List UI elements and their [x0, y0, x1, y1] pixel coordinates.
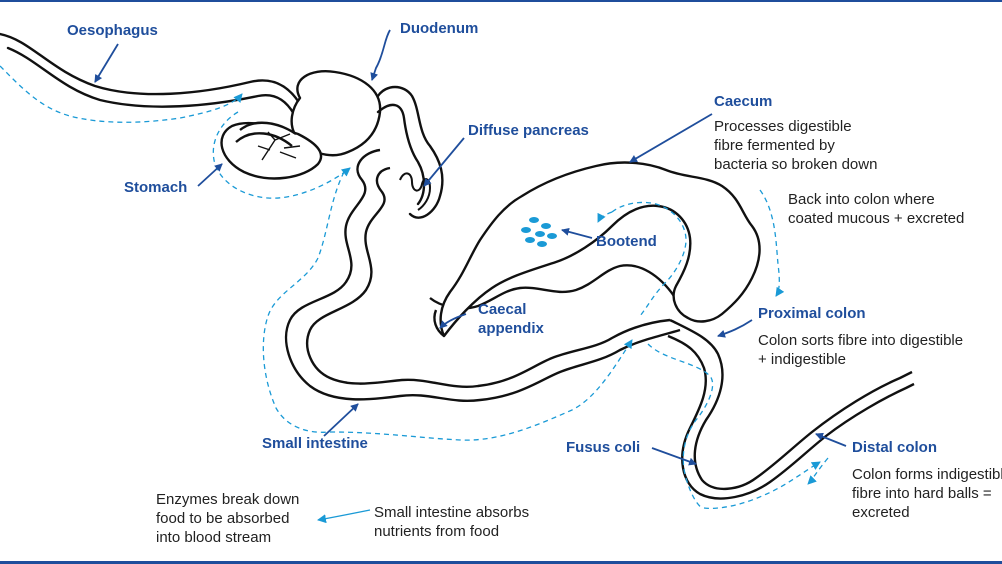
caecal-appendix-tip — [433, 309, 445, 337]
note-caecum: Processes digestible fibre fermented by … — [714, 117, 877, 174]
label-caecum: Caecum — [714, 93, 773, 110]
note-distal-colon: Colon forms indigestible fibre into hard… — [852, 465, 1002, 522]
note-enzymes-line3: into blood stream — [156, 529, 272, 546]
note-caecum-line2: fibre fermented by — [714, 137, 835, 154]
note-small-intestine-absorbs-line1: Small intestine absorbs — [374, 504, 530, 521]
note-distal-colon-line3: excreted — [852, 504, 910, 521]
note-distal-colon-line1: Colon forms indigestible — [852, 466, 1002, 483]
label-proximal-colon: Proximal colon — [758, 305, 866, 322]
note-back-into-colon-line2: coated mucous + excreted — [788, 210, 965, 227]
note-proximal-colon-line2: + indigestible — [758, 351, 846, 368]
bottom-frame-line — [0, 561, 1002, 564]
note-small-intestine-absorbs: Small intestine absorbs nutrients from f… — [374, 503, 529, 541]
label-caecal-appendix-line1: Caecal — [478, 301, 527, 318]
duodenum-tube — [376, 85, 444, 219]
oesophagus-tube — [0, 32, 302, 116]
note-proximal-colon-line1: Colon sorts fibre into digestible — [758, 332, 964, 349]
label-caecal-appendix: Caecal appendix — [478, 300, 544, 338]
note-enzymes-line2: food to be absorbed — [156, 510, 290, 527]
label-fusus-coli: Fusus coli — [566, 439, 641, 456]
label-caecal-appendix-line2: appendix — [478, 320, 544, 337]
note-enzymes: Enzymes break down food to be absorbed i… — [156, 490, 299, 547]
caecum-body — [439, 161, 761, 338]
bootend-dots — [521, 217, 557, 247]
label-duodenum: Duodenum — [400, 20, 479, 37]
note-proximal-colon: Colon sorts fibre into digestible + indi… — [758, 331, 963, 369]
note-small-intestine-absorbs-line2: nutrients from food — [374, 523, 500, 540]
pancreas-squiggle — [399, 172, 432, 211]
stomach-folds — [257, 131, 301, 161]
note-back-into-colon: Back into colon where coated mucous + ex… — [788, 190, 964, 228]
note-distal-colon-line2: fibre into hard balls = — [852, 485, 992, 502]
flow-arrows — [0, 65, 829, 524]
note-caecum-line1: Processes digestible — [714, 118, 852, 135]
top-frame-line — [0, 0, 1002, 2]
label-diffuse-pancreas: Diffuse pancreas — [468, 122, 589, 139]
label-small-intestine: Small intestine — [262, 435, 368, 452]
colon-tube — [667, 318, 915, 500]
label-pointers — [94, 29, 847, 466]
small-intestine-tube — [284, 148, 681, 402]
note-enzymes-line1: Enzymes break down — [156, 491, 300, 508]
note-back-into-colon-line1: Back into colon where — [788, 191, 935, 208]
label-distal-colon: Distal colon — [852, 439, 938, 456]
stomach-shape — [220, 70, 382, 180]
label-oesophagus: Oesophagus — [67, 22, 158, 39]
label-stomach: Stomach — [124, 179, 188, 196]
note-caecum-line3: bacteria so broken down — [714, 156, 878, 173]
label-bootend: Bootend — [596, 233, 657, 250]
